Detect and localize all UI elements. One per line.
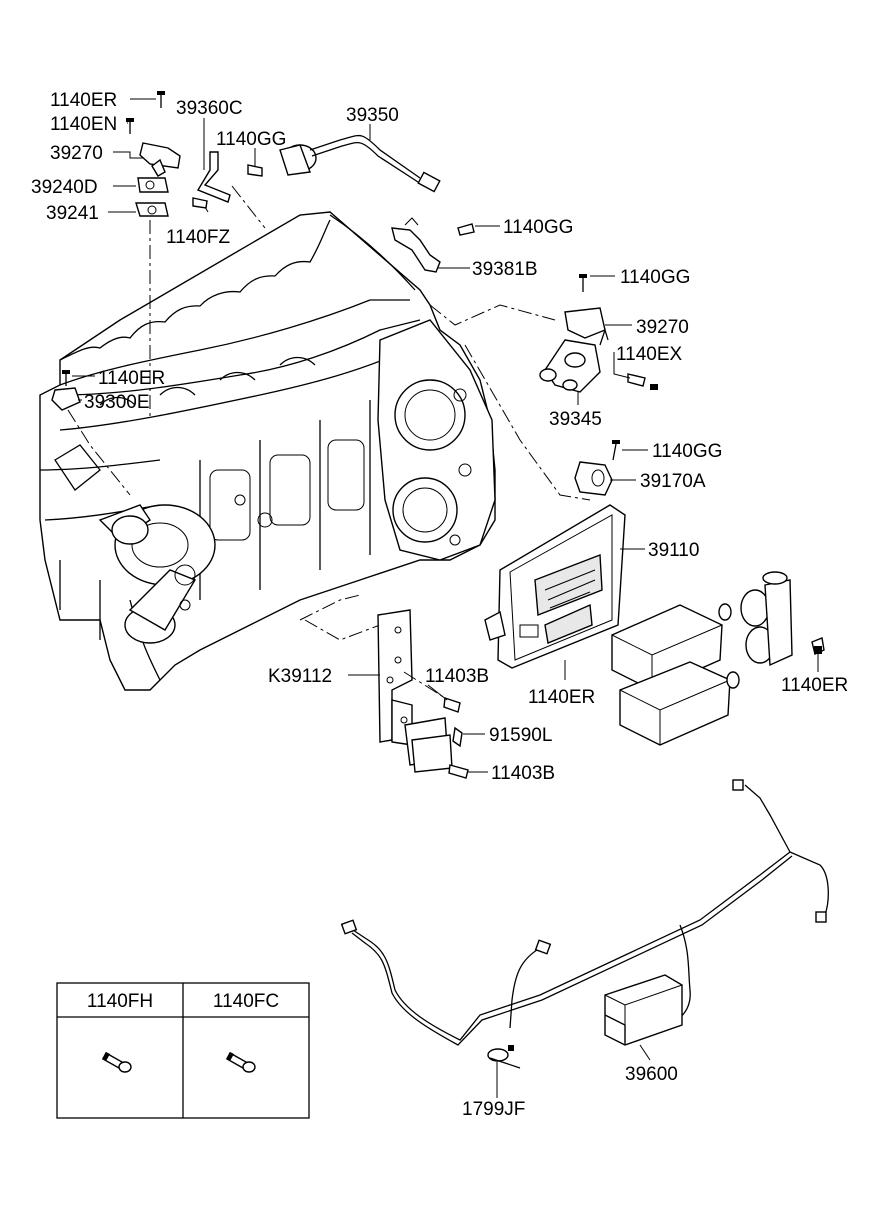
ecu-connectors [611, 571, 825, 746]
label-1140en: 1140EN [50, 114, 117, 135]
label-39300e: 39300E [84, 392, 150, 413]
label-39270: 39270 [50, 143, 103, 164]
label-1140er: 1140ER [50, 90, 117, 111]
fastener-table: 1140FH 1140FC [56, 982, 310, 1119]
table-header-1140fh: 1140FH [87, 991, 153, 1012]
bolt-icon [102, 1052, 132, 1073]
label-39350: 39350 [346, 105, 399, 126]
sensor-39170a [574, 440, 620, 496]
label-1140gg: 1140GG [503, 217, 573, 238]
part-labels: 1140ER 1140EN 39270 39240D 39241 39360C … [31, 90, 848, 1120]
label-1140gg: 1140GG [620, 267, 690, 288]
label-39240d: 39240D [31, 177, 98, 198]
label-39241: 39241 [46, 203, 99, 224]
label-1140er: 1140ER [98, 368, 165, 389]
label-1140er: 1140ER [781, 675, 848, 696]
label-1140gg: 1140GG [216, 129, 286, 150]
label-39170a: 39170A [640, 471, 706, 492]
label-39381b: 39381B [472, 259, 538, 280]
map-sensor-cluster [126, 91, 441, 420]
label-11403b: 11403B [425, 666, 489, 687]
bolt-icon [226, 1052, 256, 1073]
label-39270: 39270 [636, 317, 689, 338]
ecu-39110 [299, 504, 626, 669]
engine-block [39, 211, 496, 691]
label-39600: 39600 [625, 1064, 678, 1085]
label-1140gg: 1140GG [652, 441, 722, 462]
label-39345: 39345 [549, 409, 602, 430]
label-91590l: 91590L [489, 725, 552, 746]
table-header-1140fc: 1140FC [213, 991, 279, 1012]
leader-lines [72, 98, 819, 1098]
bracket-39381b [391, 217, 556, 326]
label-11403b: 11403B [491, 763, 555, 784]
sensor-assembly-39345 [464, 274, 658, 501]
label-1140fz: 1140FZ [166, 227, 230, 248]
label-1140ex: 1140EX [616, 344, 683, 365]
wiring-harness-39600 [340, 779, 829, 1069]
label-1140er: 1140ER [528, 687, 595, 708]
label-k39112: K39112 [268, 666, 332, 687]
label-39360c: 39360C [176, 98, 243, 119]
sensor-39300e [51, 370, 131, 496]
bracket-k39112 [377, 609, 469, 779]
label-39110: 39110 [648, 540, 699, 561]
label-1799jf: 1799JF [462, 1099, 525, 1120]
